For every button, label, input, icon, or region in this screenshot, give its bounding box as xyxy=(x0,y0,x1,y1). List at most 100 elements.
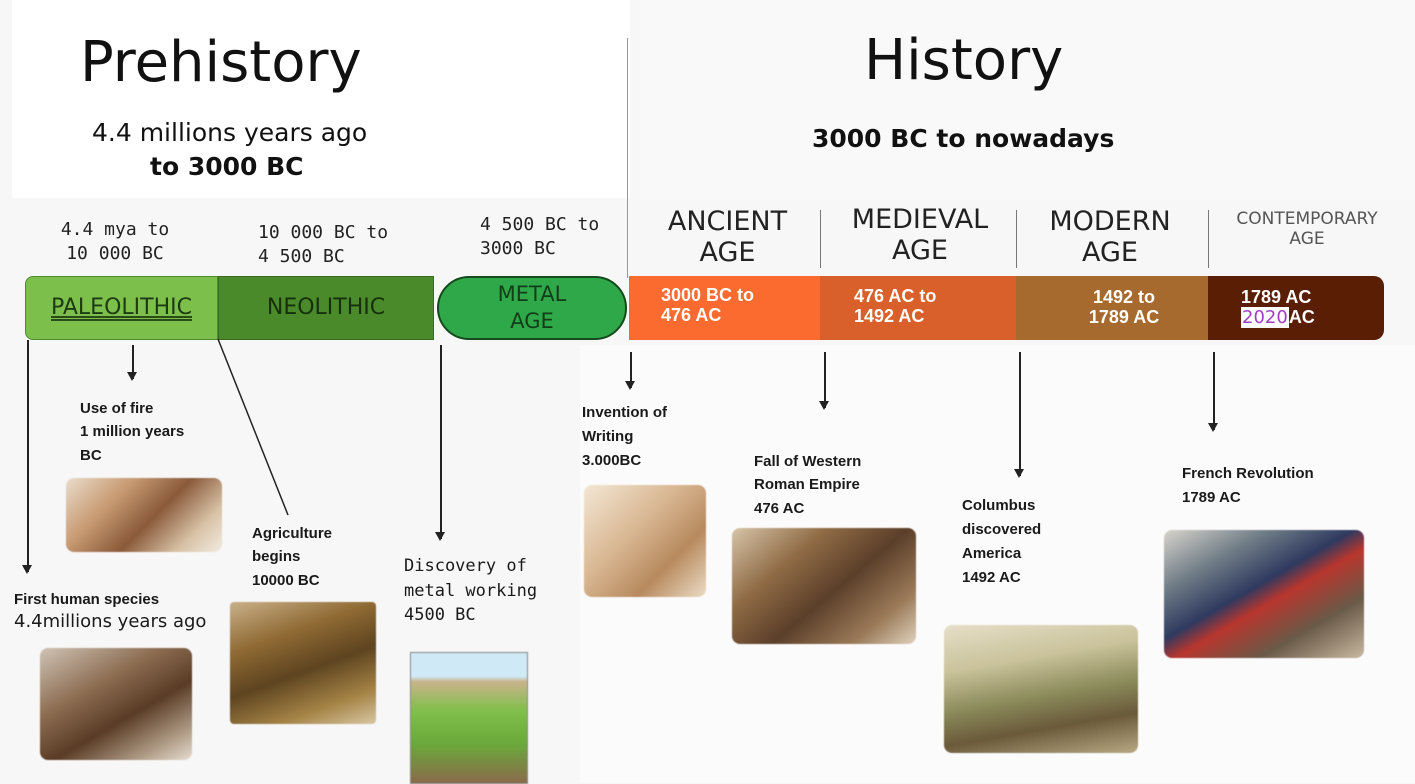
ancient-age-dates-line2: 476 AC xyxy=(661,304,722,325)
history-header-bg xyxy=(640,0,1415,200)
metal-age-label-line2: AGE xyxy=(510,309,554,333)
arrow-first-human xyxy=(23,340,31,574)
event-fall-of-rome: Fall of Western Roman Empire 476 AC xyxy=(754,450,861,520)
metal-age-label-line1: METAL xyxy=(497,282,567,306)
paleolithic-label: PALEOLITHIC xyxy=(51,295,192,320)
event-use-of-fire: Use of fire 1 million years BC xyxy=(80,397,184,467)
arrow-use-of-fire xyxy=(128,345,136,381)
medieval-age-dates-line1: 476 AC to xyxy=(854,286,937,307)
prehistory-range-line1: 4.4 millions years ago xyxy=(92,118,368,147)
neolithic-dates-line2: 4 500 BC xyxy=(258,246,345,268)
neolithic-dates-line1: 10 000 BC to xyxy=(258,222,389,243)
event-line: BC xyxy=(80,446,102,464)
event-line: 10000 BC xyxy=(252,571,320,589)
event-line: Columbus xyxy=(962,497,1036,514)
contemporary-age-name-line1: CONTEMPORARY xyxy=(1236,209,1378,229)
history-range: 3000 BC to nowadays xyxy=(812,124,1115,153)
age-separator xyxy=(1016,210,1017,268)
event-line: 4.4millions years ago xyxy=(14,610,207,632)
paleolithic-dates-line1: 4.4 mya to xyxy=(60,219,170,240)
ancient-age-name-line2: AGE xyxy=(699,237,756,269)
era-divider xyxy=(627,38,628,278)
modern-age-segment: 1492 to 1789 AC xyxy=(1016,276,1208,340)
agriculture-pointer-line xyxy=(217,338,289,516)
event-line: 1492 AC xyxy=(962,569,1021,586)
event-line: Agriculture xyxy=(252,525,333,542)
event-metal-working: Discovery of metal working 4500 BC xyxy=(404,554,537,628)
fall-of-rome-image xyxy=(732,528,916,644)
contemporary-age-dates-line2: 2020AC xyxy=(1241,307,1315,328)
medieval-age-dates-line2: 1492 AC xyxy=(854,306,925,326)
contemporary-age-segment: 1789 AC 2020AC xyxy=(1208,276,1384,340)
metal-age-segment: METAL AGE xyxy=(437,276,627,340)
metal-working-image xyxy=(410,652,528,784)
event-line: 1789 AC xyxy=(1182,489,1241,506)
modern-age-dates-line2: 1789 AC xyxy=(1088,307,1160,327)
contemporary-age-dates-line1: 1789 AC xyxy=(1241,287,1312,308)
agriculture-image xyxy=(230,602,376,724)
metal-age-dates-line1: 4 500 BC to xyxy=(480,214,600,235)
event-invention-of-writing: Invention of Writing 3.000BC xyxy=(582,401,667,473)
arrow-fall-of-rome xyxy=(820,352,828,410)
event-line: Use of fire xyxy=(80,400,154,417)
current-year-highlight: 2020 xyxy=(1241,307,1289,328)
event-french-revolution: French Revolution 1789 AC xyxy=(1182,462,1314,510)
prehistory-title: Prehistory xyxy=(80,30,362,95)
age-separator xyxy=(1208,210,1209,268)
modern-age-name-line2: AGE xyxy=(1082,237,1138,269)
early-humans-image xyxy=(40,648,192,760)
age-separator xyxy=(820,210,821,268)
event-line: 1 million years xyxy=(80,423,185,441)
ancient-age-segment: 3000 BC to 476 AC xyxy=(629,276,820,340)
event-first-human-species: First human species 4.4millions years ag… xyxy=(14,590,206,633)
event-line: Writing xyxy=(582,428,634,445)
paleolithic-dates: 4.4 mya to 10 000 BC xyxy=(50,218,180,267)
medieval-age-segment: 476 AC to 1492 AC xyxy=(820,276,1016,340)
contemporary-age-header: CONTEMPORARY AGE xyxy=(1212,209,1402,249)
prehistory-range-line2: to 3000 BC xyxy=(150,152,304,181)
event-line: discovered xyxy=(962,521,1042,538)
event-line: metal working xyxy=(404,580,538,601)
arrow-writing xyxy=(626,352,634,390)
contemporary-age-name-line2: AGE xyxy=(1289,228,1325,249)
event-columbus: Columbus discovered America 1492 AC xyxy=(962,494,1041,590)
modern-age-name-line1: MODERN xyxy=(1049,206,1171,237)
event-line: 4500 BC xyxy=(404,605,476,626)
metal-age-dates: 4 500 BC to 3000 BC xyxy=(480,213,620,262)
event-agriculture: Agriculture begins 10000 BC xyxy=(252,522,332,592)
neolithic-dates: 10 000 BC to 4 500 BC xyxy=(258,221,418,270)
arrow-columbus xyxy=(1015,352,1023,478)
event-line: America xyxy=(962,545,1022,562)
event-line: 3.000BC xyxy=(582,452,642,469)
event-line: Invention of xyxy=(582,404,667,421)
ancient-age-dates-line1: 3000 BC to xyxy=(661,285,755,305)
event-line: French Revolution xyxy=(1182,465,1314,482)
event-line: First human species xyxy=(14,591,160,608)
event-line: Roman Empire xyxy=(754,476,860,494)
event-line: begins xyxy=(252,548,301,566)
neolithic-segment: NEOLITHIC xyxy=(218,276,434,340)
event-line: Fall of Western xyxy=(754,453,862,470)
paleolithic-dates-line2: 10 000 BC xyxy=(66,243,164,265)
cavemen-fire-image xyxy=(66,478,222,552)
medieval-age-name-line2: AGE xyxy=(892,235,948,267)
french-revolution-image xyxy=(1164,530,1364,658)
medieval-age-header: MEDIEVAL AGE xyxy=(830,204,1010,266)
columbus-image xyxy=(944,625,1138,753)
arrow-french-revolution xyxy=(1209,352,1217,432)
arrow-metal-working xyxy=(436,345,444,541)
prehistory-header-bg xyxy=(12,0,630,198)
medieval-age-name-line1: MEDIEVAL xyxy=(851,204,989,235)
modern-age-dates-line1: 1492 to xyxy=(1092,287,1156,308)
paleolithic-segment: PALEOLITHIC xyxy=(25,276,218,340)
metal-age-dates-line2: 3000 BC xyxy=(480,238,556,260)
history-title: History xyxy=(864,28,1064,93)
neolithic-label: NEOLITHIC xyxy=(266,295,386,320)
ancient-age-name-line1: ANCIENT xyxy=(667,206,788,237)
ancient-age-header: ANCIENT AGE xyxy=(640,206,815,268)
writing-image xyxy=(584,485,706,597)
contemporary-age-dates-suffix: AC xyxy=(1288,307,1315,327)
event-line: 476 AC xyxy=(754,499,805,517)
modern-age-header: MODERN AGE xyxy=(1025,206,1195,268)
event-line: Discovery of xyxy=(404,556,527,576)
